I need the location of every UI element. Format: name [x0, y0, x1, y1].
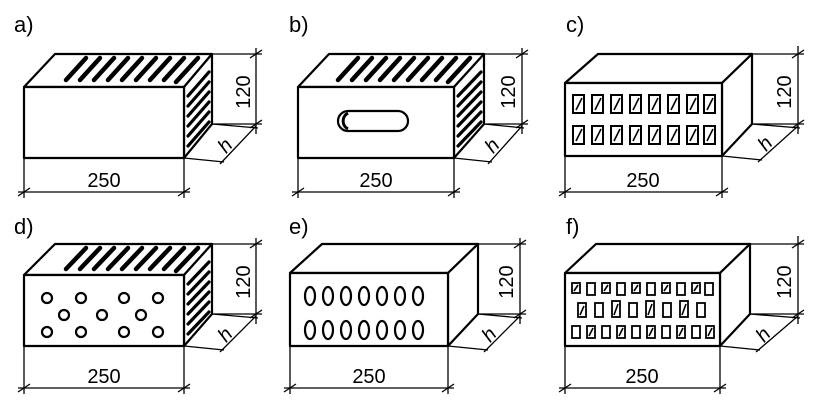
- depth-label-c: h: [754, 132, 778, 155]
- depth-label-f: h: [752, 323, 776, 346]
- dimension-height-b: 120: [484, 48, 529, 134]
- brick-e-top-face: [288, 242, 480, 275]
- height-label-d: 120: [233, 265, 255, 298]
- brick-b: [296, 52, 486, 160]
- width-label-b: 250: [359, 170, 392, 192]
- dimension-width-a: 250: [17, 158, 191, 198]
- width-label-c: 250: [626, 170, 659, 192]
- brick-c-hole-shading: [575, 97, 714, 142]
- brick-f: [563, 242, 752, 348]
- depth-label-d: h: [214, 323, 238, 346]
- dimension-height-e: 120: [478, 238, 527, 324]
- width-label-d: 250: [87, 366, 120, 388]
- brick-d: [22, 242, 214, 348]
- brick-b-side-ribs: [456, 70, 483, 148]
- dimension-height-a: 120: [212, 48, 263, 134]
- width-label-e: 250: [352, 366, 385, 388]
- height-label-e: 120: [496, 265, 518, 298]
- height-label-a: 120: [233, 75, 255, 108]
- panel-d-label: d): [14, 214, 34, 239]
- panel-f-label: f): [566, 214, 579, 239]
- brick-e: [288, 242, 480, 348]
- panel-b: b) 12: [289, 12, 529, 198]
- brick-a-front-face: [22, 85, 186, 160]
- brick-a-side-ribs: [186, 70, 211, 148]
- brick-d-side-ribs: [186, 260, 211, 336]
- brick-c-top-face: [563, 52, 754, 85]
- brick-f-hole-shading: [573, 284, 713, 337]
- dimension-width-e: 250: [283, 346, 455, 394]
- panel-c: c): [558, 12, 805, 198]
- brick-d-top-ribs: [63, 245, 201, 274]
- brick-c: [563, 52, 754, 158]
- depth-label-e: h: [478, 323, 502, 346]
- brick-b-top-ribs: [335, 55, 473, 85]
- height-label-c: 120: [774, 75, 796, 108]
- panel-a: a) 120: [14, 12, 263, 198]
- brick-c-front-face: [563, 81, 724, 158]
- width-label-a: 250: [87, 170, 120, 192]
- height-label-b: 120: [498, 75, 520, 108]
- depth-label-a: h: [214, 134, 238, 157]
- brick-a-top-ribs: [63, 55, 201, 85]
- panel-d: d): [14, 214, 263, 394]
- height-label-f: 120: [774, 265, 796, 298]
- dimension-height-d: 120: [212, 238, 263, 324]
- panel-b-label: b): [289, 12, 309, 37]
- dimension-height-c: 120: [752, 46, 805, 134]
- panel-e-label: e): [289, 214, 309, 239]
- brick-a: [22, 52, 214, 160]
- panel-c-label: c): [566, 12, 584, 37]
- brick-d-round-holes: [40, 291, 165, 339]
- panel-f: f): [558, 214, 805, 394]
- dimension-width-f: 250: [558, 346, 727, 394]
- width-label-f: 250: [625, 366, 658, 388]
- panel-a-label: a): [14, 12, 34, 37]
- brick-b-slot-hole: [336, 109, 410, 133]
- depth-label-b: h: [481, 134, 505, 157]
- dimension-width-c: 250: [558, 156, 729, 198]
- dimension-height-f: 120: [750, 236, 805, 324]
- brick-f-top-face: [563, 242, 752, 275]
- dimension-width-b: 250: [291, 158, 461, 198]
- dimension-width-d: 250: [17, 346, 191, 394]
- panel-e: e) 120 h: [283, 214, 527, 394]
- brick-e-oval-holes: [303, 285, 425, 341]
